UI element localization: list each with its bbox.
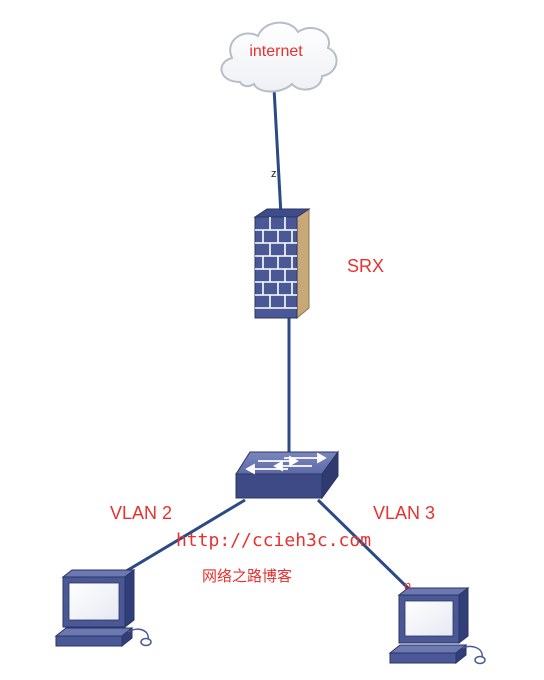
vlan-right-label: VLAN 3 [373, 503, 436, 523]
pc-right-marker: n [404, 578, 412, 593]
link-internet-firewall-label: z [271, 168, 277, 180]
link-internet-firewall [272, 87, 283, 216]
pc-right-icon [388, 586, 486, 665]
link-switch-pc-right [316, 498, 412, 592]
pc-left-icon [54, 568, 152, 648]
watermark-url: http://ccieh3c.com [176, 530, 372, 551]
cloud-label: internet [249, 43, 303, 60]
watermark-text: 网络之路博客 [202, 567, 293, 585]
link-switch-pc-left [117, 498, 246, 578]
firewall-label: SRX [347, 256, 385, 276]
cloud-icon [220, 21, 338, 93]
vlan-left-label: VLAN 2 [110, 503, 173, 523]
firewall-icon [253, 208, 311, 320]
switch-icon [235, 450, 339, 500]
